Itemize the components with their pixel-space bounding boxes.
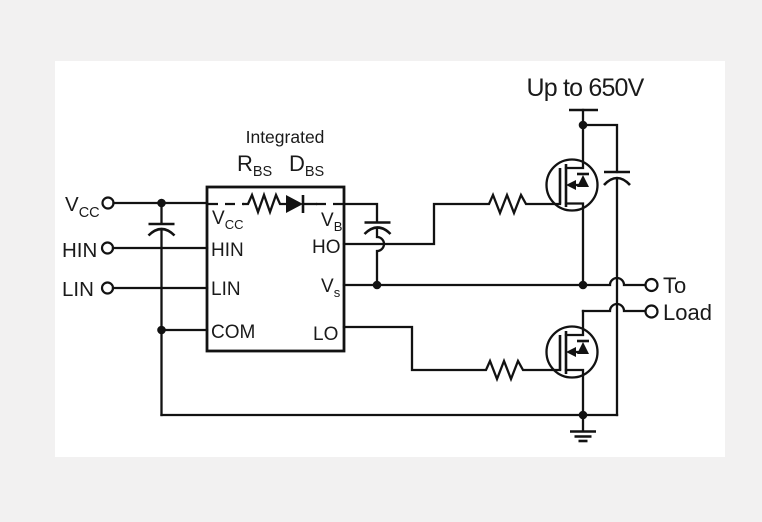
junction-dot — [157, 325, 166, 335]
junction-dot — [157, 198, 166, 208]
substrate-arrow — [566, 347, 576, 357]
bus-cap-top-lead — [581, 123, 619, 174]
input-section: VCC HIN LIN — [62, 193, 619, 417]
vb-wire — [342, 202, 379, 223]
ic-pin-hin-label: HIN — [211, 240, 244, 261]
source-lead — [564, 202, 585, 287]
to-label: To — [663, 273, 686, 298]
mosfet-envelope — [545, 158, 599, 212]
rbs-label: RBS — [237, 151, 272, 180]
ic-pin-vcc-label: VCC — [212, 208, 243, 232]
supply-voltage-label: Up to 650V — [526, 74, 644, 102]
lo-gate-path-with-gate-resistor-low — [342, 325, 562, 383]
source-lead — [564, 368, 585, 417]
dbs-label: DBS — [289, 151, 324, 180]
ic-pin-com-label: COM — [211, 322, 255, 343]
junction-dot — [578, 280, 588, 290]
to-load-terminal-top — [644, 277, 659, 293]
body-diode — [577, 342, 589, 354]
dc-bus: Up to 650V — [526, 74, 645, 417]
bootstrap-diode — [286, 195, 303, 213]
vcc-terminal — [101, 196, 115, 210]
ic-pin-vb-label: VB — [321, 210, 342, 234]
hin-terminal — [100, 241, 115, 255]
bootstrap-capacitor-branch — [342, 202, 392, 290]
ic-pin-lo-label: LO — [313, 324, 338, 345]
ic-outline — [205, 185, 346, 353]
ext-lin-label: LIN — [62, 278, 94, 301]
to-load-terminal-bottom — [644, 304, 659, 319]
integrated-label: Integrated — [246, 127, 325, 147]
schematic-canvas — [55, 61, 725, 457]
body-diode — [577, 175, 589, 187]
drain-lead — [564, 123, 585, 170]
ic-pin-ho-label: HO — [312, 237, 341, 258]
low-side-mosfet — [545, 309, 599, 417]
ho-gate-path-with-gate-resistor-high — [342, 191, 562, 246]
load-label: Load — [663, 300, 712, 325]
mosfet-envelope — [545, 325, 599, 379]
ext-vcc-label: VCC — [65, 193, 100, 221]
ground-symbol — [570, 410, 596, 443]
high-side-mosfet — [545, 123, 599, 287]
load-wire-with-hop — [581, 302, 647, 313]
load-output-section: To Load — [581, 273, 712, 325]
bootstrap-resistor — [242, 191, 287, 216]
ext-hin-label: HIN — [62, 239, 97, 262]
gate-driver-ic: VCC HIN LIN COM VB HO Vs LO Integrated R… — [205, 127, 346, 353]
ic-pin-vs-label: Vs — [321, 276, 341, 300]
lin-terminal — [100, 281, 115, 295]
drain-lead — [564, 309, 585, 337]
substrate-arrow — [566, 180, 576, 190]
ic-pin-lin-label: LIN — [211, 279, 241, 300]
